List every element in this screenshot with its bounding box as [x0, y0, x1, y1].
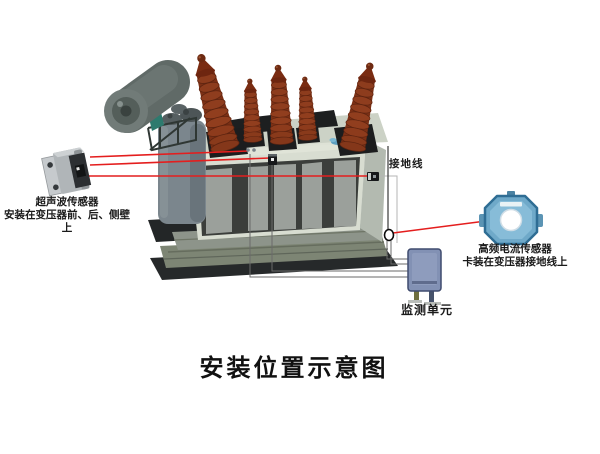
signal-wire-1 — [249, 154, 408, 278]
ground-wire-loop — [383, 228, 395, 242]
signal-wire-2 — [271, 165, 408, 272]
ladder-frame — [147, 116, 197, 152]
monitoring-unit-label: 监测单元 — [400, 303, 453, 317]
radiator-panels — [206, 160, 356, 234]
hf-current-sensor-position-note: 卡装在变压器接地线上 — [462, 256, 568, 269]
conservator-tank — [104, 60, 197, 152]
ultrasonic-sensor-device — [41, 147, 92, 197]
red-line-ultrasonic-1 — [89, 150, 249, 158]
cable-box-column — [158, 104, 206, 224]
ultrasonic-sensor-name: 超声波传感器 — [35, 196, 99, 208]
diagram-title: 安装位置示意图 — [199, 356, 389, 382]
ground-wire-label: 接地线 — [389, 158, 424, 170]
tank-side-face — [360, 140, 386, 242]
sensor-marker-2 — [268, 154, 277, 165]
diagram-svg — [41, 49, 543, 305]
monitoring-unit-device — [407, 248, 442, 305]
hf-current-sensor-device — [479, 191, 543, 246]
sensor-marker-1 — [246, 148, 256, 152]
red-line-ultrasonic-2 — [89, 157, 271, 166]
signal-wire-3 — [386, 241, 408, 260]
right-side-bracket-wire — [379, 175, 398, 243]
transformer-illustration — [104, 49, 398, 280]
ultrasonic-sensor-position-note: 安装在变压器前、后、侧壁上 — [4, 209, 130, 235]
ultrasonic-sensor-label: 超声波传感器 安装在变压器前、后、侧壁上 — [0, 196, 134, 235]
signal-wire-4 — [390, 241, 408, 265]
hf-current-sensor-label: 高频电流传感器 卡装在变压器接地线上 — [453, 243, 577, 269]
sensor-marker-3 — [367, 172, 379, 181]
hf-current-sensor-name: 高频电流传感器 — [478, 243, 552, 255]
red-line-ct-to-loop — [392, 220, 487, 234]
